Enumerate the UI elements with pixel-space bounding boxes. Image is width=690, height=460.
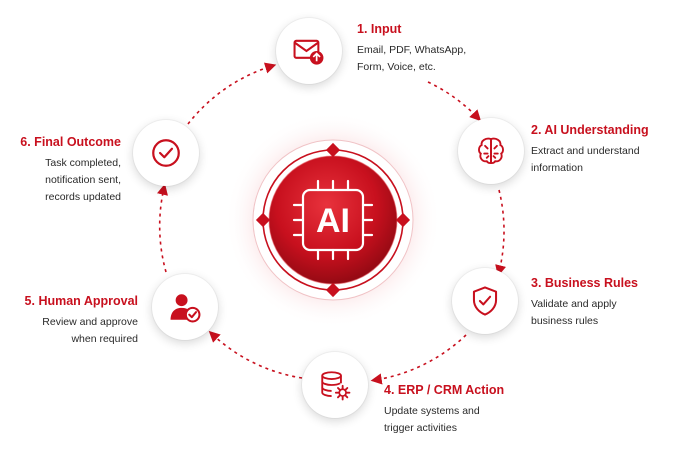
arrow-3-to-4 (370, 334, 467, 385)
step-4-node[interactable] (302, 352, 368, 418)
chip-icon (292, 179, 374, 261)
step-5-title: 5. Human Approval (24, 294, 138, 308)
step-5-desc-line-2: when required (71, 333, 138, 345)
step-1-node[interactable] (276, 18, 342, 84)
step-6-desc-line-1: Task completed, (45, 157, 121, 169)
brain-icon (478, 137, 504, 164)
user-check-icon (170, 294, 201, 323)
step-2-desc-line-2: information (531, 162, 583, 174)
step-5-desc-line-1: Review and approve (42, 316, 138, 328)
arrow-1-to-2 (427, 81, 482, 122)
step-1-desc-line-2: Form, Voice, etc. (357, 61, 436, 73)
arrow-6-to-1 (187, 62, 277, 125)
step-6-node[interactable] (133, 120, 199, 186)
arrow-5-to-6 (157, 183, 168, 273)
step-2-node[interactable] (458, 118, 524, 184)
ai-hub: AI (225, 112, 441, 328)
step-6-desc-line-2: notification sent, (45, 174, 121, 186)
step-1-title: 1. Input (357, 22, 402, 36)
arrow-2-to-3 (495, 189, 507, 277)
database-gear-icon (321, 371, 351, 401)
step-4-title: 4. ERP / CRM Action (384, 383, 505, 397)
step-1-label: 1. Input Email, PDF, WhatsApp, Form, Voi… (357, 22, 466, 76)
step-1-desc-line-1: Email, PDF, WhatsApp, (357, 44, 467, 56)
step-4-desc-line-2: trigger activities (384, 422, 457, 434)
step-3-title: 3. Business Rules (531, 276, 638, 290)
arrow-4-to-5 (208, 330, 303, 379)
step-3-desc-line-1: Validate and apply (531, 298, 617, 310)
check-circle-icon (152, 139, 180, 167)
step-2-title: 2. AI Understanding (531, 123, 649, 137)
step-6-title: 6. Final Outcome (20, 135, 121, 149)
step-5-label: 5. Human Approval Review and approve whe… (25, 294, 138, 348)
step-5-node[interactable] (152, 274, 218, 340)
step-6-desc-line-3: records updated (45, 191, 121, 203)
step-3-node[interactable] (452, 268, 518, 334)
step-3-label: 3. Business Rules Validate and apply bus… (531, 276, 638, 330)
step-6-label: 6. Final Outcome Task completed, notific… (20, 135, 121, 206)
mail-upload-icon (293, 39, 324, 65)
step-4-label: 4. ERP / CRM Action Update systems and t… (384, 383, 504, 437)
step-2-desc-line-1: Extract and understand (531, 145, 640, 157)
step-3-desc-line-2: business rules (531, 315, 599, 327)
shield-check-icon (472, 286, 498, 316)
step-4-desc-line-1: Update systems and (384, 405, 480, 417)
ai-hub-label: AI (316, 202, 350, 240)
step-2-label: 2. AI Understanding Extract and understa… (531, 123, 649, 177)
